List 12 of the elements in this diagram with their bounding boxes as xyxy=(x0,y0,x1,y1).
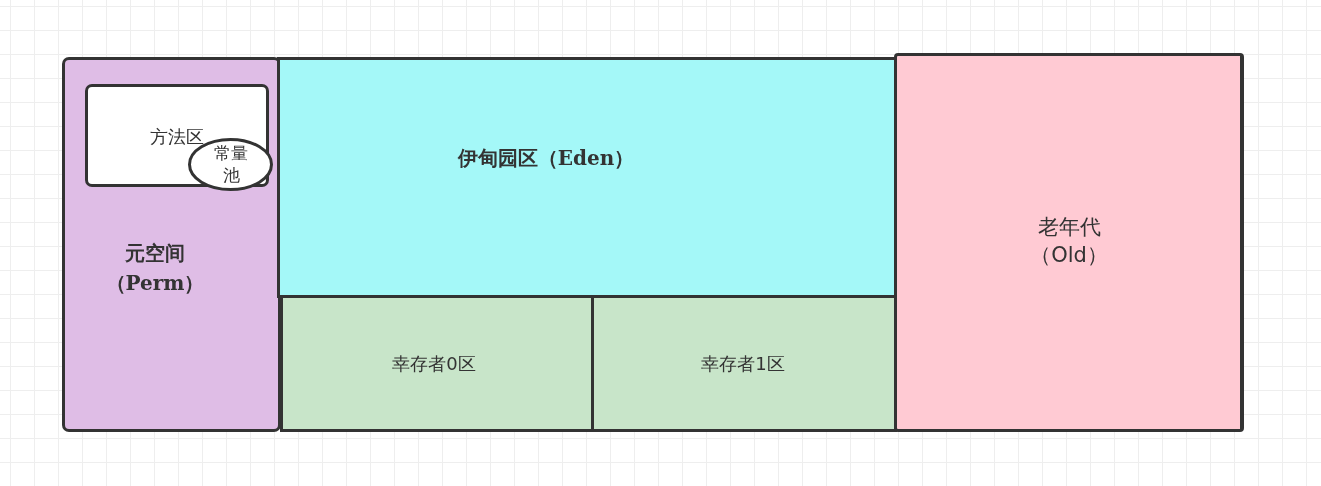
region-label: 幸存者1区 xyxy=(701,352,785,376)
region-label: 老年代（Old） xyxy=(1029,214,1109,269)
region-box xyxy=(280,295,594,432)
region-label: 方法区 xyxy=(150,125,204,149)
region-label: 幸存者0区 xyxy=(392,352,476,376)
region-box xyxy=(894,53,1244,432)
region-box xyxy=(277,57,897,298)
region-box xyxy=(591,295,897,432)
region-box xyxy=(62,57,281,432)
region-label: 元空间（Perm） xyxy=(105,240,205,297)
region-label: 伊甸园区（Eden） xyxy=(457,145,635,171)
ellipse-label: 常量池 xyxy=(213,142,249,186)
